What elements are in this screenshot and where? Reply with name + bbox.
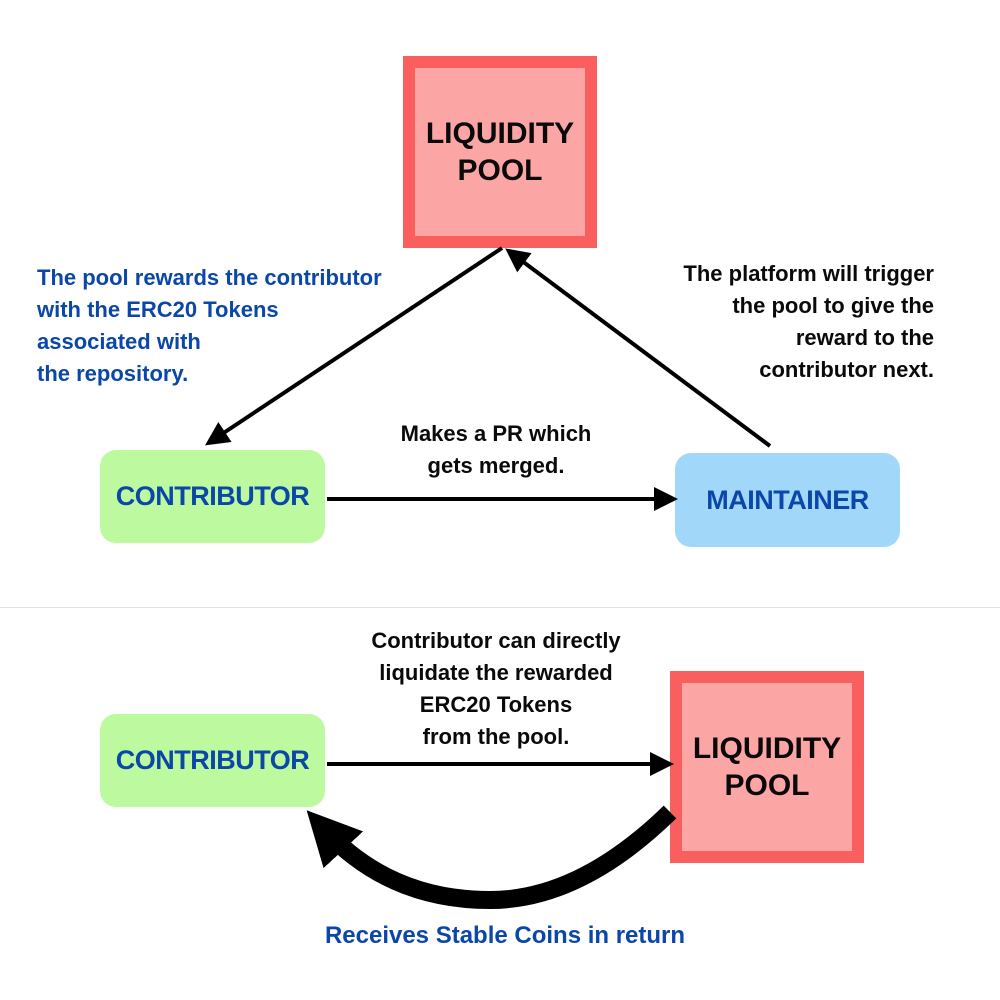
contributor-node-bottom: CONTRIBUTOR: [100, 714, 325, 807]
maintainer-to-pool-note: The platform will trigger the pool to gi…: [683, 261, 934, 382]
liquidate-note: Contributor can directly liquidate the r…: [371, 628, 621, 749]
liquidity-pool-node-top: LIQUIDITY POOL: [403, 56, 597, 248]
contributor-node-top: CONTRIBUTOR: [100, 450, 325, 543]
section-divider: [0, 607, 1000, 608]
contributor-to-maintainer-note: Makes a PR which gets merged.: [400, 421, 592, 478]
liquidity-pool-label: LIQUIDITY POOL: [425, 116, 575, 188]
pool-to-contributor-arrow: [205, 246, 504, 446]
stable-coins-return-note: Receives Stable Coins in return: [324, 922, 686, 949]
liquidity-pool-label: LIQUIDITY POOL: [692, 731, 842, 803]
pool-to-contributor-note: The pool rewards the contributor with th…: [37, 265, 382, 386]
maintainer-node: MAINTAINER: [675, 453, 900, 547]
maintainer-label: MAINTAINER: [706, 484, 869, 515]
pool-to-contributor-return-arrow: [306, 805, 677, 910]
liquidity-pool-node-bottom: LIQUIDITY POOL: [670, 671, 864, 863]
contributor-label: CONTRIBUTOR: [115, 481, 310, 511]
contributor-label: CONTRIBUTOR: [115, 745, 310, 775]
maintainer-to-pool-arrow: [505, 248, 772, 448]
